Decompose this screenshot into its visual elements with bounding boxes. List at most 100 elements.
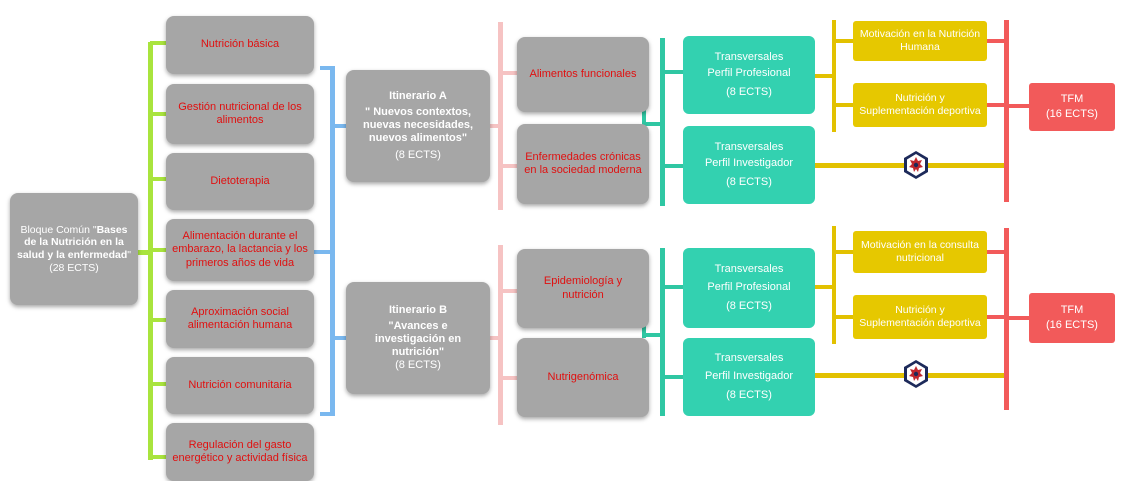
module-alimentacion-embarazo: Alimentación durante el embarazo, la lac… xyxy=(166,219,314,281)
connector-red-a-out xyxy=(1007,104,1029,108)
module-label: Gestión nutricional de los alimentos xyxy=(178,100,302,126)
transversal-a-investigador: Transversales Perfil Investigador (8 ECT… xyxy=(683,126,815,204)
option-label: Nutrición y Suplementación deportiva xyxy=(859,92,981,117)
module-nutricion-basica: Nutrición básica xyxy=(166,16,314,74)
itinerary-b: Itinerario B "Avances e investigación en… xyxy=(346,282,490,394)
connector-blue-main xyxy=(330,66,335,416)
connector-yellow-b-in xyxy=(814,285,834,289)
connector-red-b xyxy=(1004,228,1009,410)
connector-green-tick xyxy=(150,248,166,252)
connector-blue-tick xyxy=(333,336,347,340)
connector-green-tick xyxy=(150,455,166,459)
connector-pink-tick xyxy=(500,376,518,380)
module-alimentos-funcionales: Alimentos funcionales xyxy=(517,37,649,112)
connector-pink-a-in xyxy=(488,124,500,128)
module-label: Alimentación durante el embarazo, la lac… xyxy=(172,230,308,269)
connector-teal-b xyxy=(660,248,665,416)
option-label: Motivación en la consulta nutricional xyxy=(861,239,979,264)
module-label: Aproximación social alimentación humana xyxy=(187,305,293,331)
option-b-suplementacion: Nutrición y Suplementación deportiva xyxy=(853,295,987,339)
module-dietoterapia: Dietoterapia xyxy=(166,153,314,210)
itinerary-b-ects: (8 ECTS) xyxy=(395,359,441,372)
tfm-name: TFM xyxy=(1060,92,1084,105)
module-label: Regulación del gasto energético y activi… xyxy=(172,438,308,464)
module-gestion-nutricional: Gestión nutricional de los alimentos xyxy=(166,84,314,144)
connector-teal-a-drop xyxy=(642,106,646,126)
tfm-b: TFM (16 ECTS) xyxy=(1029,293,1115,343)
connector-teal-tick xyxy=(662,70,684,74)
connector-teal-b-drop xyxy=(642,318,646,338)
connector-red-b-out xyxy=(1007,316,1029,320)
module-enfermedades-cronicas: Enfermedades crónicas en la sociedad mod… xyxy=(517,124,649,204)
connector-green-tick xyxy=(150,112,166,116)
itinerary-b-title: "Avances e investigación en nutrición" xyxy=(374,319,462,359)
module-label: Nutrigenómica xyxy=(547,370,619,383)
connector-teal-a-in xyxy=(642,122,662,126)
module-epidemiologia: Epidemiología y nutrición xyxy=(517,249,649,328)
module-aproximacion-social: Aproximación social alimentación humana xyxy=(166,290,314,348)
transversal-b-profesional: Transversales Perfil Profesional (8 ECTS… xyxy=(683,248,815,328)
connector-blue-in xyxy=(314,250,332,254)
connector-red-a xyxy=(1004,20,1009,202)
transversal-line2: Perfil Profesional xyxy=(707,66,791,79)
connector-yellow-tick xyxy=(834,315,854,319)
connector-pink-a xyxy=(498,22,503,210)
tfm-name: TFM xyxy=(1060,303,1084,316)
module-label: Enfermedades crónicas en la sociedad mod… xyxy=(524,150,642,176)
transversal-ects: (8 ECTS) xyxy=(726,389,772,402)
connector-teal-tick xyxy=(662,164,684,168)
connector-blue-tick xyxy=(320,412,334,416)
option-b-motivacion: Motivación en la consulta nutricional xyxy=(853,231,987,273)
university-seal-icon xyxy=(903,359,929,389)
connector-teal-b-in xyxy=(642,333,662,337)
common-block-suffix: " xyxy=(127,249,132,261)
connector-pink-tick xyxy=(500,164,518,168)
connector-red-a-in2 xyxy=(986,103,1006,107)
itinerary-a-name: Itinerario A xyxy=(389,89,447,102)
transversal-line1: Transversales xyxy=(714,140,784,153)
option-label: Nutrición y Suplementación deportiva xyxy=(859,304,981,329)
connector-red-b-in2 xyxy=(986,315,1006,319)
itinerary-a-ects: (8 ECTS) xyxy=(395,149,441,162)
module-nutricion-comunitaria: Nutrición comunitaria xyxy=(166,357,314,414)
connector-yellow-tick xyxy=(834,103,854,107)
option-a-suplementacion: Nutrición y Suplementación deportiva xyxy=(853,83,987,127)
transversal-line1: Transversales xyxy=(714,262,784,275)
connector-yellow-a xyxy=(832,20,836,132)
tfm-ects: (16 ECTS) xyxy=(1046,319,1098,331)
transversal-line1: Transversales xyxy=(714,351,784,364)
transversal-ects: (8 ECTS) xyxy=(726,176,772,189)
module-label: Nutrición comunitaria xyxy=(188,378,292,391)
module-nutrigenomica: Nutrigenómica xyxy=(517,338,649,417)
transversal-line2: Perfil Investigador xyxy=(704,156,794,169)
connector-teal-tick xyxy=(662,285,684,289)
option-label: Motivación en la Nutrición Humana xyxy=(859,28,981,53)
itinerary-b-name: Itinerario B xyxy=(388,303,448,316)
module-label: Dietoterapia xyxy=(210,174,270,187)
connector-yellow-tick xyxy=(834,250,854,254)
connector-pink-tick xyxy=(500,71,518,75)
transversal-line2: Perfil Investigador xyxy=(704,369,794,382)
transversal-ects: (8 ECTS) xyxy=(726,86,772,99)
connector-green-tick xyxy=(150,41,166,45)
connector-blue-tick xyxy=(333,124,347,128)
connector-green-tick xyxy=(150,382,166,386)
tfm-ects: (16 ECTS) xyxy=(1046,108,1098,120)
common-block-title: Bases de la Nutrición en la salud y la e… xyxy=(16,223,128,261)
connector-green-tick xyxy=(150,318,166,322)
itinerary-a-title: " Nuevos contextos, nuevas necesidades, … xyxy=(362,105,474,145)
transversal-ects: (8 ECTS) xyxy=(726,300,772,313)
connector-teal-a xyxy=(660,38,665,206)
connector-pink-b xyxy=(498,245,503,425)
common-block: Bloque Común "Bases de la Nutrición en l… xyxy=(10,193,138,305)
connector-yellow-b xyxy=(832,226,836,344)
common-block-prefix: Bloque Común " xyxy=(20,223,97,236)
connector-pink-b-in xyxy=(488,336,500,340)
connector-blue-tick xyxy=(320,66,334,70)
common-block-ects: (28 ECTS) xyxy=(49,261,99,274)
transversal-a-profesional: Transversales Perfil Profesional (8 ECTS… xyxy=(683,36,815,114)
module-label: Alimentos funcionales xyxy=(529,67,637,80)
connector-yellow-tick xyxy=(834,39,854,43)
module-label: Nutrición básica xyxy=(200,38,280,51)
itinerary-a: Itinerario A " Nuevos contextos, nuevas … xyxy=(346,70,490,182)
